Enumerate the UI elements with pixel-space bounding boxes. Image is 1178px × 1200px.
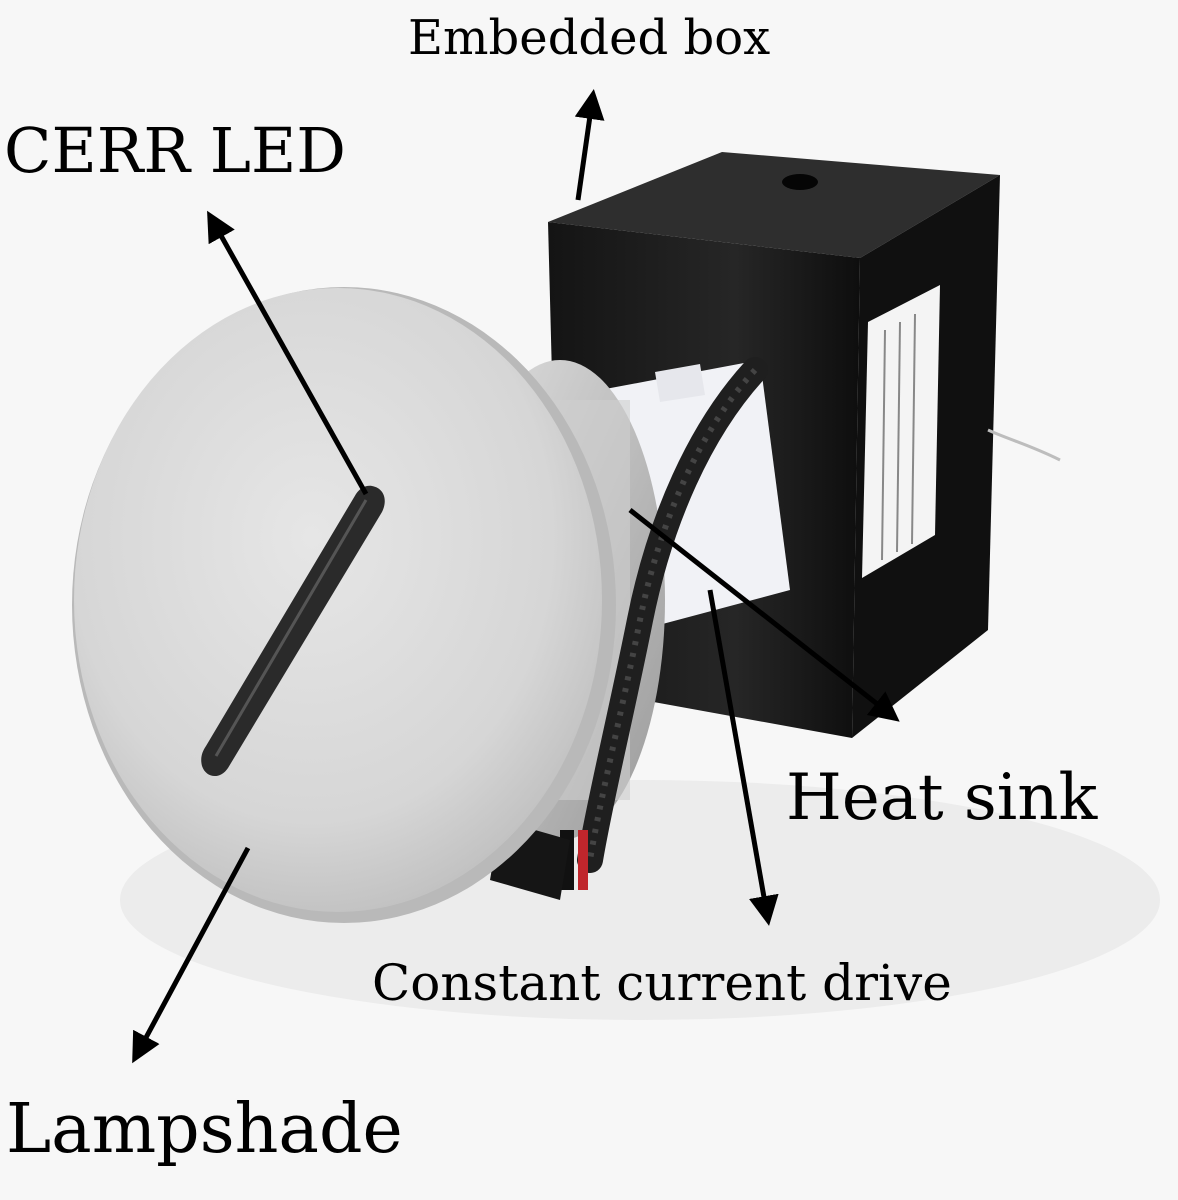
label-embedded-box: Embedded box: [408, 10, 771, 66]
cable-texture: [587, 367, 758, 861]
box-sticker: [862, 285, 940, 578]
label-constant-current-drive: Constant current drive: [372, 954, 952, 1012]
led-slot-highlight: [214, 499, 368, 757]
lampshade-disc: [74, 288, 602, 912]
screw-hole: [782, 174, 818, 190]
arrow-constant-drive: [707, 589, 779, 926]
embedded-box-top: [548, 152, 1000, 258]
arrow-cerr-led: [207, 210, 369, 496]
arrow-heat-sink: [628, 508, 900, 722]
sticker-lines: [881, 313, 916, 561]
driver-clip: [655, 364, 705, 402]
label-heat-sink: Heat sink: [786, 761, 1098, 835]
label-lampshade: Lampshade: [6, 1090, 403, 1169]
label-cerr-led: CERR LED: [4, 114, 346, 187]
arrow-embedded-box: [574, 89, 605, 201]
box-wire: [987, 428, 1061, 462]
annotation-arrows: [132, 89, 900, 1064]
arrow-lampshade: [132, 846, 251, 1064]
wire-red: [578, 830, 588, 890]
